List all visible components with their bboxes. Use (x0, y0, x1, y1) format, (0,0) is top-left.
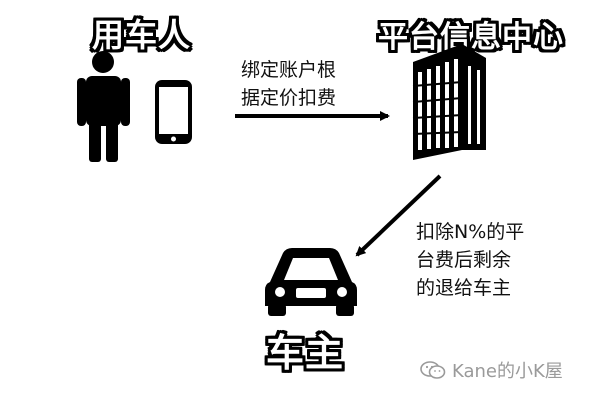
user-label: 用车人 (92, 16, 192, 54)
building-icon (412, 44, 486, 160)
platform-label: 平台信息中心 (378, 20, 564, 55)
refund-note: 扣除N%的平 台费后剩余 的退给车主 (416, 218, 524, 302)
bind-fee-note-line: 绑定账户根 (241, 59, 337, 81)
watermark-text: Kane的小K屋 (452, 361, 563, 382)
car-icon (265, 248, 357, 316)
refund-note-line: 台费后剩余 (416, 249, 512, 271)
smartphone-icon (155, 80, 192, 144)
person-icon (77, 51, 130, 162)
watermark: Kane的小K屋 (420, 357, 563, 383)
refund-note-line: 的退给车主 (416, 277, 512, 299)
owner-label: 车主 (266, 331, 345, 375)
wechat-icon (420, 361, 446, 379)
bind-fee-note: 绑定账户根 据定价扣费 (241, 56, 336, 112)
refund-note-line: 扣除N%的平 (416, 221, 525, 243)
bind-fee-note-line: 据定价扣费 (241, 87, 337, 109)
